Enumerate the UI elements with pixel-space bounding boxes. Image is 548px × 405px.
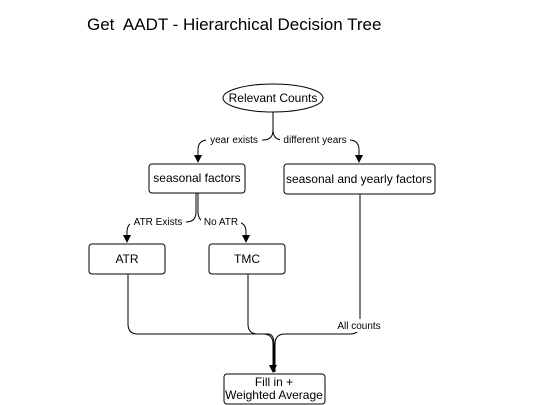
edge-label-no-atr: No ATR [204,217,238,228]
node-tmc-label: TMC [234,252,260,266]
node-relevant-counts-shape [222,83,324,113]
edge-seasonal-yearly-to-result [274,194,361,372]
edge-label-atr-exists: ATR Exists [134,217,183,228]
diagram-title: Get AADT - Hierarchical Decision Tree [87,15,382,34]
edge-label-all-counts: All counts [337,321,380,332]
node-seasonal-yearly-shape [283,163,436,195]
node-atr-label: ATR [115,252,138,266]
node-seasonal-yearly-label: seasonal and yearly factors [286,172,432,186]
edge-label-different-years: different years [283,135,346,146]
node-result-label-line2: Weighted Average [225,388,323,402]
node-atr-shape [88,243,166,275]
node-seasonal-factors-label: seasonal factors [153,171,240,185]
edge-label-year-exists: year exists [210,135,258,146]
edge-atr-to-result [127,274,277,373]
edge-tmc-to-result [247,274,275,372]
node-result-label-line1: Fill in + [255,375,293,389]
node-tmc-shape [208,243,286,275]
node-relevant-counts-label: Relevant Counts [229,91,318,105]
node-result-shape [223,373,326,405]
node-seasonal-factors-shape [148,163,246,194]
